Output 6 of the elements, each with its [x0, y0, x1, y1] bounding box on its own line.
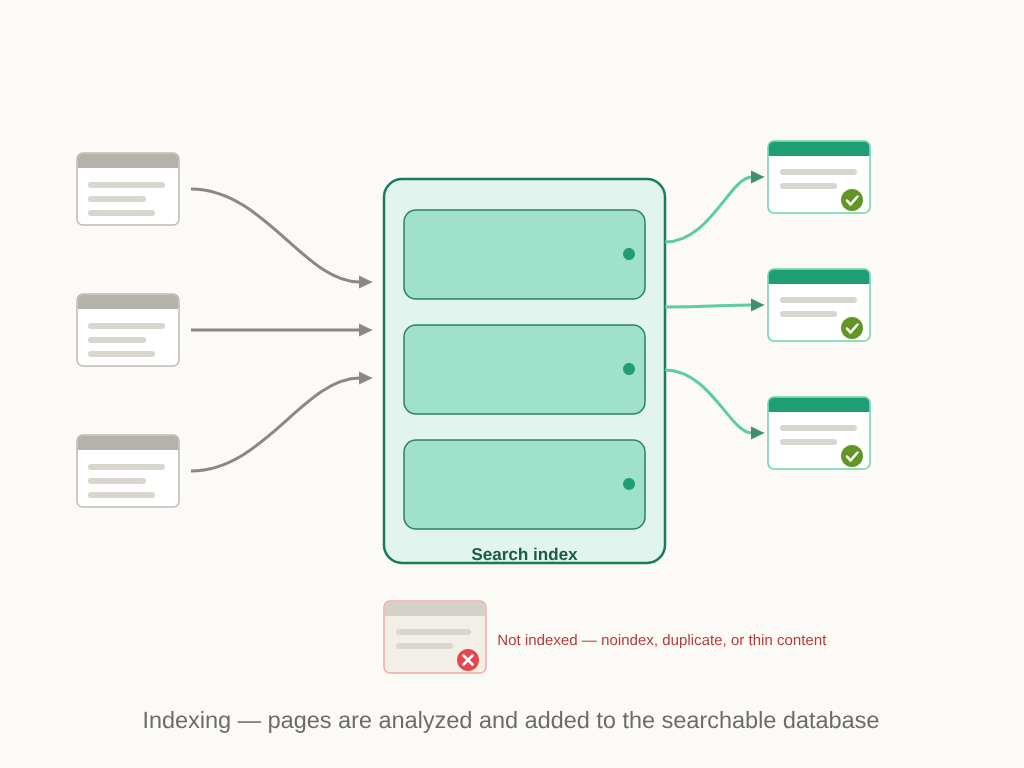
- caption: Indexing — pages are analyzed and added to the searchable database: [144, 711, 879, 733]
- panel-title: Search index: [471, 547, 578, 561]
- page-card: [76, 293, 180, 367]
- page-card: [76, 434, 180, 508]
- page-card: [76, 152, 180, 226]
- note-text: Not indexed — noindex, duplicate, or thin content: [498, 634, 827, 649]
